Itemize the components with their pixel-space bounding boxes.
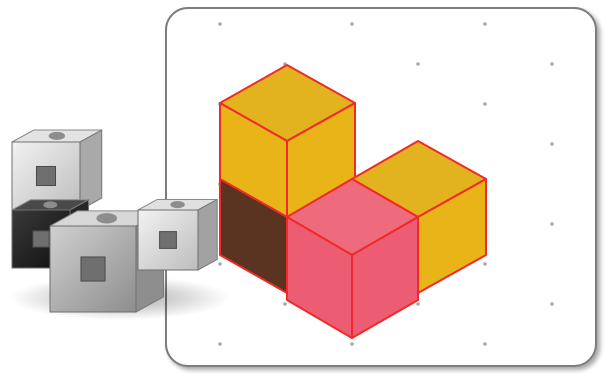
grid-dot [483, 102, 487, 106]
grid-dot [416, 302, 420, 306]
grid-dot [483, 342, 487, 346]
cube-side [80, 130, 102, 210]
grid-dot [550, 142, 554, 146]
cube-peg-hole [96, 213, 117, 223]
cube-socket [160, 232, 177, 249]
photo-cube-top [12, 130, 102, 210]
grid-dot [350, 22, 354, 26]
grid-dot [218, 22, 222, 26]
grid-dot [218, 262, 222, 266]
grid-dot [550, 222, 554, 226]
cube-socket [36, 166, 55, 185]
cube-socket [81, 257, 105, 281]
grid-dot [550, 302, 554, 306]
grid-dot [350, 342, 354, 346]
photo-cube-right [138, 199, 217, 270]
grid-dot [416, 62, 420, 66]
grid-dot [483, 262, 487, 266]
cube-peg-hole [170, 201, 184, 208]
cube-peg-hole [49, 132, 65, 140]
grid-dot [483, 22, 487, 26]
grid-dot [218, 342, 222, 346]
cube-side [198, 199, 217, 270]
cube-peg-hole [43, 201, 57, 208]
grid-dot [283, 302, 287, 306]
cube-socket [33, 231, 49, 247]
grid-dot [550, 62, 554, 66]
